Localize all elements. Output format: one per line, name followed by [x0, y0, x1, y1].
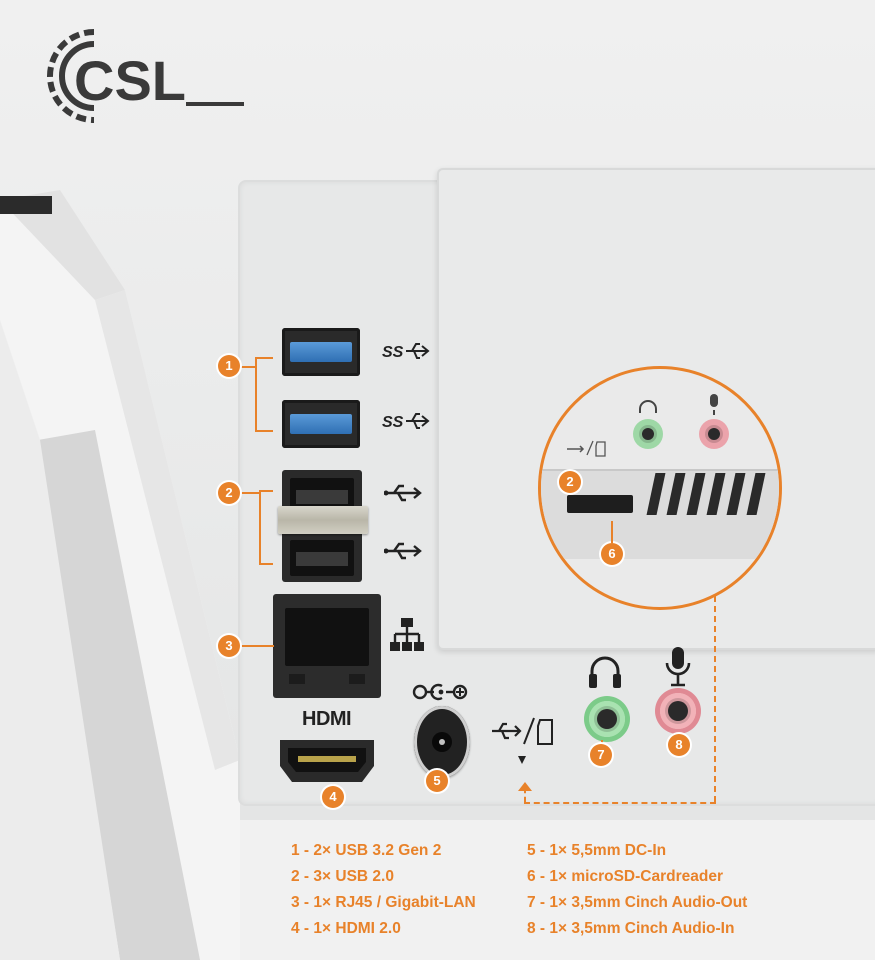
leader-dashed-horizontal: [524, 802, 716, 804]
leader-dashed-vertical: [714, 596, 716, 802]
monitor-stand: [0, 190, 240, 960]
callout-audio-in-jack: [699, 419, 729, 449]
microphone-icon: [665, 647, 691, 687]
badge-7: 7: [590, 744, 612, 766]
headphones-icon: [589, 656, 621, 688]
dc-in-port[interactable]: [414, 706, 470, 778]
usb-plug: [278, 506, 368, 534]
microphone-icon: [710, 394, 718, 415]
hdmi-label: HDMI: [302, 708, 352, 730]
badge-3: 3: [218, 635, 240, 657]
usb2-port-2[interactable]: [290, 540, 354, 576]
usb-icon: [384, 484, 422, 502]
badge-5: 5: [426, 770, 448, 792]
vent-slots: [646, 473, 771, 523]
legend-item-6: 6 - 1× microSD-Cardreader: [527, 868, 723, 885]
legend-item-3: 3 - 1× RJ45 / Gigabit-LAN: [291, 894, 476, 911]
hdmi-port[interactable]: [278, 736, 376, 786]
legend-item-5: 5 - 1× 5,5mm DC-In: [527, 842, 667, 859]
usb-sd-icon: [567, 440, 606, 457]
legend-item-1: 1 - 2× USB 3.2 Gen 2: [291, 842, 442, 859]
microsd-slot[interactable]: [567, 495, 633, 513]
badge-8: 8: [668, 734, 690, 756]
leader-arrow: [518, 782, 532, 791]
callout-audio-out-jack: [633, 419, 663, 449]
network-icon: [390, 618, 424, 651]
badge-callout-6: 6: [601, 543, 623, 565]
audio-out-jack[interactable]: [584, 696, 630, 742]
usb3-port-2[interactable]: [282, 400, 360, 448]
rj45-port[interactable]: [273, 594, 381, 698]
csl-logo: CSL: [47, 29, 244, 123]
legend-item-4: 4 - 1× HDMI 2.0: [291, 920, 401, 937]
superspeed-usb-icon: SS: [382, 343, 430, 361]
headphones-icon: [639, 400, 657, 413]
usb-sd-icon: [492, 717, 553, 764]
legend-item-8: 8 - 1× 3,5mm Cinch Audio-In: [527, 920, 735, 937]
usb2-port-pair: [278, 470, 368, 582]
legend-item-2: 2 - 3× USB 2.0: [291, 868, 394, 885]
legend-item-7: 7 - 1× 3,5mm Cinch Audio-Out: [527, 894, 748, 911]
zoom-callout: 2 6: [538, 366, 782, 610]
badge-1: 1: [218, 355, 240, 377]
svg-text:SS: SS: [382, 344, 404, 361]
logo-text: CSL: [74, 49, 186, 112]
badge-2: 2: [218, 482, 240, 504]
usb-icon: [384, 542, 422, 560]
audio-in-jack[interactable]: [655, 688, 701, 734]
badge-callout-2: 2: [559, 471, 581, 493]
badge-4: 4: [322, 786, 344, 808]
svg-text:SS: SS: [382, 414, 404, 431]
superspeed-usb-icon: SS: [382, 413, 430, 431]
usb3-port-1[interactable]: [282, 328, 360, 376]
dc-power-icon: [412, 683, 468, 701]
